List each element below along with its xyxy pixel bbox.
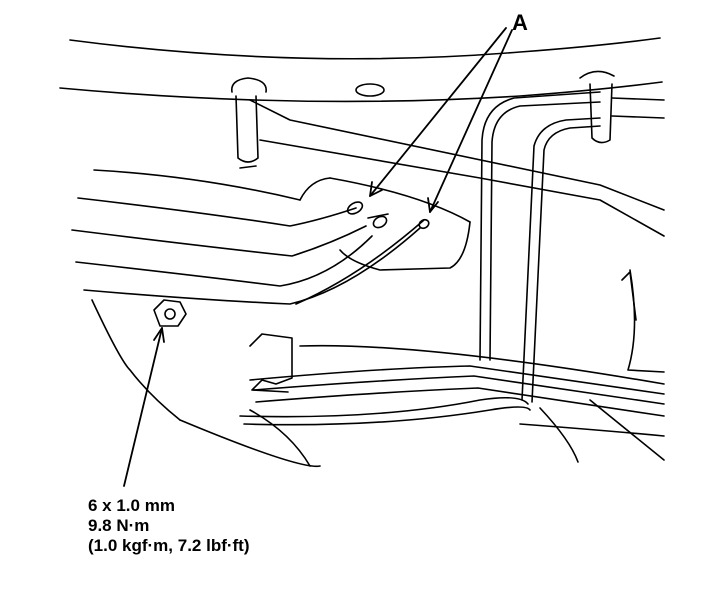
upper-frame: [59, 37, 665, 237]
spec-torque-alt: (1.0 kgf·m, 7.2 lbf·ft): [88, 536, 250, 555]
lower-rail: [249, 399, 665, 467]
fuel-tank: [91, 169, 665, 468]
spec-torque-nm: 9.8 N·m: [88, 516, 150, 535]
feed-pipes: [71, 197, 425, 305]
right-bracket: [579, 70, 665, 144]
leader-arrows: [123, 27, 513, 487]
callout-label-a: A: [512, 10, 528, 35]
spec-bolt-size: 6 x 1.0 mm: [88, 496, 175, 515]
line-clip: [249, 333, 293, 393]
left-bracket: [231, 77, 267, 169]
pipe-fittings: [346, 201, 430, 230]
mounting-nut: [153, 299, 187, 327]
long-lines: [239, 91, 665, 437]
torque-spec: 6 x 1.0 mm 9.8 N·m (1.0 kgf·m, 7.2 lbf·f…: [88, 496, 250, 556]
